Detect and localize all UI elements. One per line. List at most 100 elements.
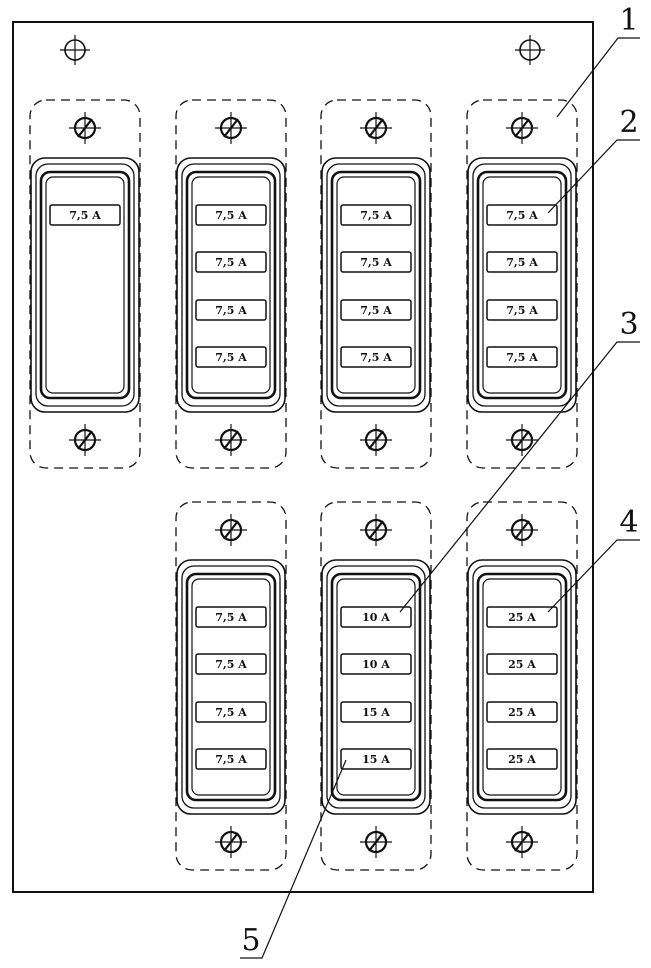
fuse-module: 7,5 A7,5 A7,5 A7,5 A [175, 99, 287, 469]
fuse-body [340, 701, 412, 723]
fuse-rating-label: 7,5 A [506, 304, 538, 317]
fuse-body [195, 606, 267, 628]
fuse-rating-label: 7,5 A [506, 256, 538, 269]
fuse-body [195, 748, 267, 770]
fuse-rating-label: 25 A [508, 753, 536, 766]
fuse: 10 A [340, 653, 412, 675]
fuse-rating-label: 25 A [508, 658, 536, 671]
callout-number: 5 [241, 923, 260, 958]
fuse-rating-label: 7,5 A [69, 209, 101, 222]
screw-icon [215, 424, 247, 456]
fuse-body [195, 299, 267, 321]
fuse: 7,5 A [486, 299, 558, 321]
fuse-block-housing [321, 559, 431, 815]
screw-icon [360, 424, 392, 456]
callout-number: 1 [619, 3, 638, 38]
fuse: 15 A [340, 748, 412, 770]
module-holder-outline [466, 501, 578, 871]
panel-mounting-hole [60, 35, 90, 65]
fuse-rating-label: 7,5 A [360, 256, 392, 269]
fuse: 10 A [340, 606, 412, 628]
fuse: 7,5 A [49, 204, 121, 226]
fuse-module: 7,5 A 7,5 A 7,5 A 7,5 A [175, 501, 287, 871]
screw-icon [215, 514, 247, 546]
module-holder-outline [175, 99, 287, 469]
callout-number: 3 [619, 307, 638, 342]
fuse-body [340, 606, 412, 628]
fuse-body [486, 701, 558, 723]
fuse: 7,5 A [340, 346, 412, 368]
fuse-block-housing [467, 157, 577, 413]
fuse-rating-label: 7,5 A [506, 209, 538, 222]
fuse-module: 7,5 A 7,5 A 7,5 A 7,5 A [320, 99, 432, 469]
fuse-body [486, 299, 558, 321]
fuse-rating-label: 15 A [362, 706, 390, 719]
fuse: 7,5 A [486, 204, 558, 226]
fuse: 7,5 A [195, 606, 267, 628]
fuse-body [195, 251, 267, 273]
fuse: 7,5 A [195, 701, 267, 723]
screw-icon [360, 112, 392, 144]
fuse-body [486, 251, 558, 273]
fuse: 7,5 A [486, 251, 558, 273]
fuse: 7,5 A [486, 346, 558, 368]
fuse-rating-label: 7,5 A [215, 256, 247, 269]
module-holder-outline [175, 501, 287, 871]
screw-icon [506, 112, 538, 144]
fuse-module: 7,5 A 7,5 A 7,5 A 7,5 A [466, 99, 578, 469]
screw-icon [360, 514, 392, 546]
leader-line [240, 759, 347, 959]
panel-mounting-hole [515, 35, 545, 65]
screw-icon [215, 826, 247, 858]
screw-icon [69, 112, 101, 144]
callout-4: 4 [547, 505, 640, 613]
fuse-body [195, 204, 267, 226]
module-holder-outline [320, 99, 432, 469]
screw-icon [506, 514, 538, 546]
fuse-body [486, 204, 558, 226]
fuse-body [340, 653, 412, 675]
fuse: 7,5 A [340, 204, 412, 226]
leader-line [556, 37, 640, 118]
fuse-rating-label: 7,5 A [215, 611, 247, 624]
fuse: 25 A [486, 653, 558, 675]
module-holder-outline [466, 99, 578, 469]
screw-icon [506, 424, 538, 456]
fuse-block-housing [321, 157, 431, 413]
fuse: 7,5 A [195, 748, 267, 770]
callout-number: 4 [619, 505, 638, 540]
leader-line [399, 341, 640, 613]
screw-icon [360, 826, 392, 858]
fuse: 7,5 A [340, 299, 412, 321]
fuse-rating-label: 7,5 A [215, 658, 247, 671]
leader-line [547, 539, 640, 613]
fuse-rating-label: 7,5 A [360, 209, 392, 222]
fuse: 7,5 A [195, 346, 267, 368]
fuse: 25 A [486, 606, 558, 628]
fuse-module: 7,5 A [29, 99, 141, 469]
fuse: 25 A [486, 748, 558, 770]
callout-2: 2 [547, 105, 640, 214]
fuse-body [340, 346, 412, 368]
fuse: 25 A [486, 701, 558, 723]
fuse-body [195, 653, 267, 675]
fuse-block-housing [30, 157, 140, 413]
fuse-rating-label: 15 A [362, 753, 390, 766]
panel-plate [12, 21, 594, 893]
callout-number: 2 [619, 105, 638, 140]
fuse-body [195, 701, 267, 723]
fuse-body [195, 346, 267, 368]
fuse: 7,5 A [340, 251, 412, 273]
leader-line [547, 139, 640, 214]
callout-1: 1 [556, 3, 640, 118]
fuse-rating-label: 25 A [508, 706, 536, 719]
fuse-block-housing [176, 559, 286, 815]
callout-3: 3 [399, 307, 640, 613]
fuse-block-housing [176, 157, 286, 413]
fuse-body [486, 346, 558, 368]
fuse: 7,5 A [195, 204, 267, 226]
screw-icon [215, 112, 247, 144]
fuse-body [340, 204, 412, 226]
fuse-rating-label: 7,5 A [215, 351, 247, 364]
